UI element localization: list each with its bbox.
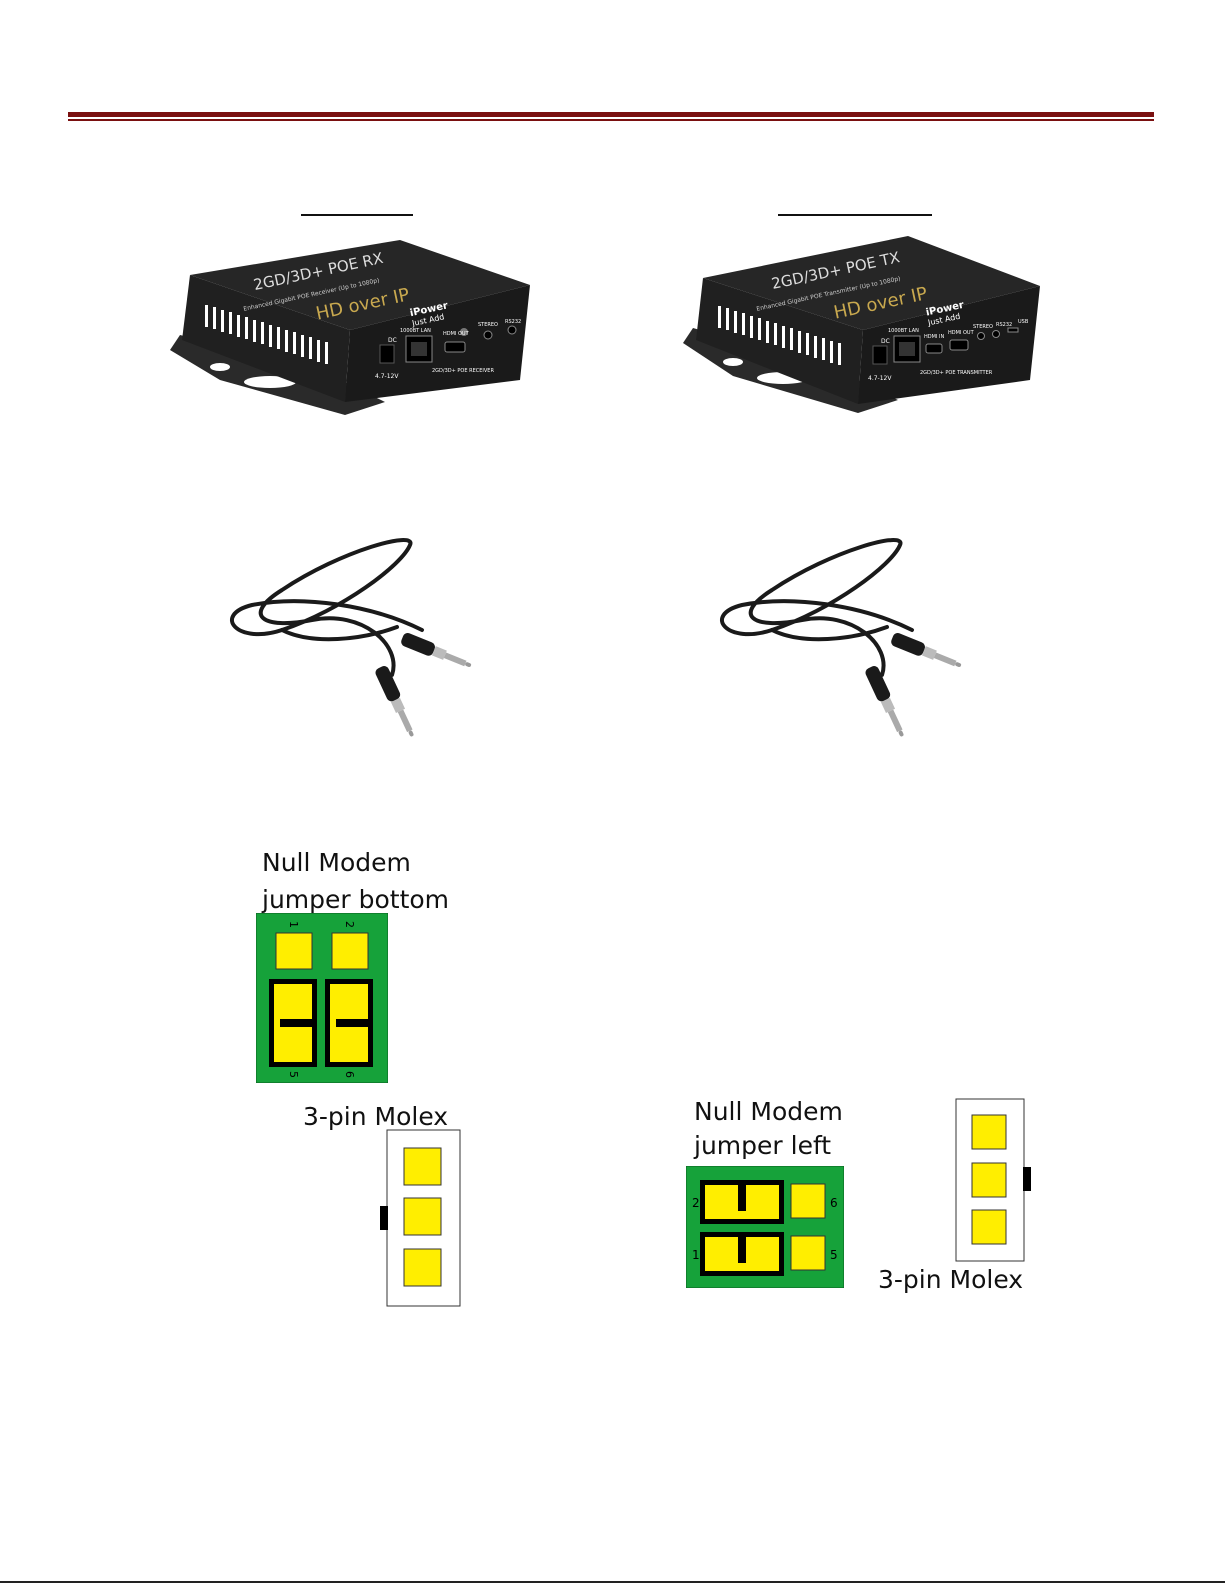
jumper-left-pin-1: 1 <box>692 1248 700 1262</box>
jumper-left-pin-2: 2 <box>692 1196 700 1210</box>
jumper-left-title-line1: Null Modem <box>694 1097 843 1126</box>
transmitter-port-rs232: RS232 <box>996 322 1012 328</box>
header-rule-thick <box>68 112 1154 117</box>
stereo-cable-image-right <box>720 538 962 737</box>
transmitter-port-lan: 1000BT LAN <box>888 328 919 334</box>
transmitter-port-dc: DC <box>881 338 890 345</box>
receiver-port-dc: DC <box>388 337 397 344</box>
jumper-bottom-pin-2: 2 <box>343 921 356 928</box>
transmitter-port-hdmi-in: HDMI IN <box>924 334 944 340</box>
transmitter-port-usb: USB <box>1018 319 1029 325</box>
receiver-port-stereo: STEREO <box>478 322 498 328</box>
receiver-caption-underline <box>301 214 413 216</box>
jumper-bottom-diagram: 1 2 5 6 <box>256 913 388 1083</box>
transmitter-port-hdmi-out: HDMI OUT <box>948 330 975 336</box>
jumper-bottom-pin-5: 5 <box>287 1071 300 1078</box>
jumper-bottom-title-line1: Null Modem <box>262 848 411 877</box>
molex-right-label: 3-pin Molex <box>878 1265 1024 1294</box>
receiver-port-rs232: RS232 <box>505 319 521 325</box>
header-rule-thin <box>68 119 1154 121</box>
transmitter-caption-underline <box>778 214 932 216</box>
receiver-port-lan: 1000BT LAN <box>400 328 431 334</box>
footer-rule <box>0 1581 1225 1583</box>
jumper-left-pin-5: 5 <box>830 1248 838 1262</box>
jumper-left-diagram: 2 6 1 5 <box>686 1166 844 1288</box>
molex-left-diagram <box>380 1129 461 1307</box>
molex-left-label: 3-pin Molex <box>303 1102 449 1131</box>
transmitter-device-image: 2GD/3D+ POE TX Enhanced Gigabit POE Tran… <box>683 236 1040 413</box>
receiver-device-image: 2GD/3D+ POE RX Enhanced Gigabit POE Rece… <box>170 240 530 415</box>
stereo-cable-image-left <box>230 538 472 737</box>
receiver-bottom-label: 2GD/3D+ POE RECEIVER <box>432 368 494 374</box>
receiver-voltage: 4.7-12V <box>375 373 399 380</box>
molex-right-diagram <box>955 1098 1031 1262</box>
jumper-bottom-pin-6: 6 <box>343 1071 356 1078</box>
transmitter-port-stereo: STEREO <box>973 324 993 330</box>
transmitter-voltage: 4.7-12V <box>868 375 892 382</box>
jumper-bottom-title-line2: jumper bottom <box>262 885 450 914</box>
transmitter-bottom-label: 2GD/3D+ POE TRANSMITTER <box>920 370 993 376</box>
jumper-left-title-line2: jumper left <box>694 1131 832 1160</box>
receiver-port-hdmi-out: HDMI OUT <box>443 331 470 337</box>
jumper-bottom-pin-1: 1 <box>287 921 300 928</box>
jumper-left-pin-6: 6 <box>830 1196 838 1210</box>
